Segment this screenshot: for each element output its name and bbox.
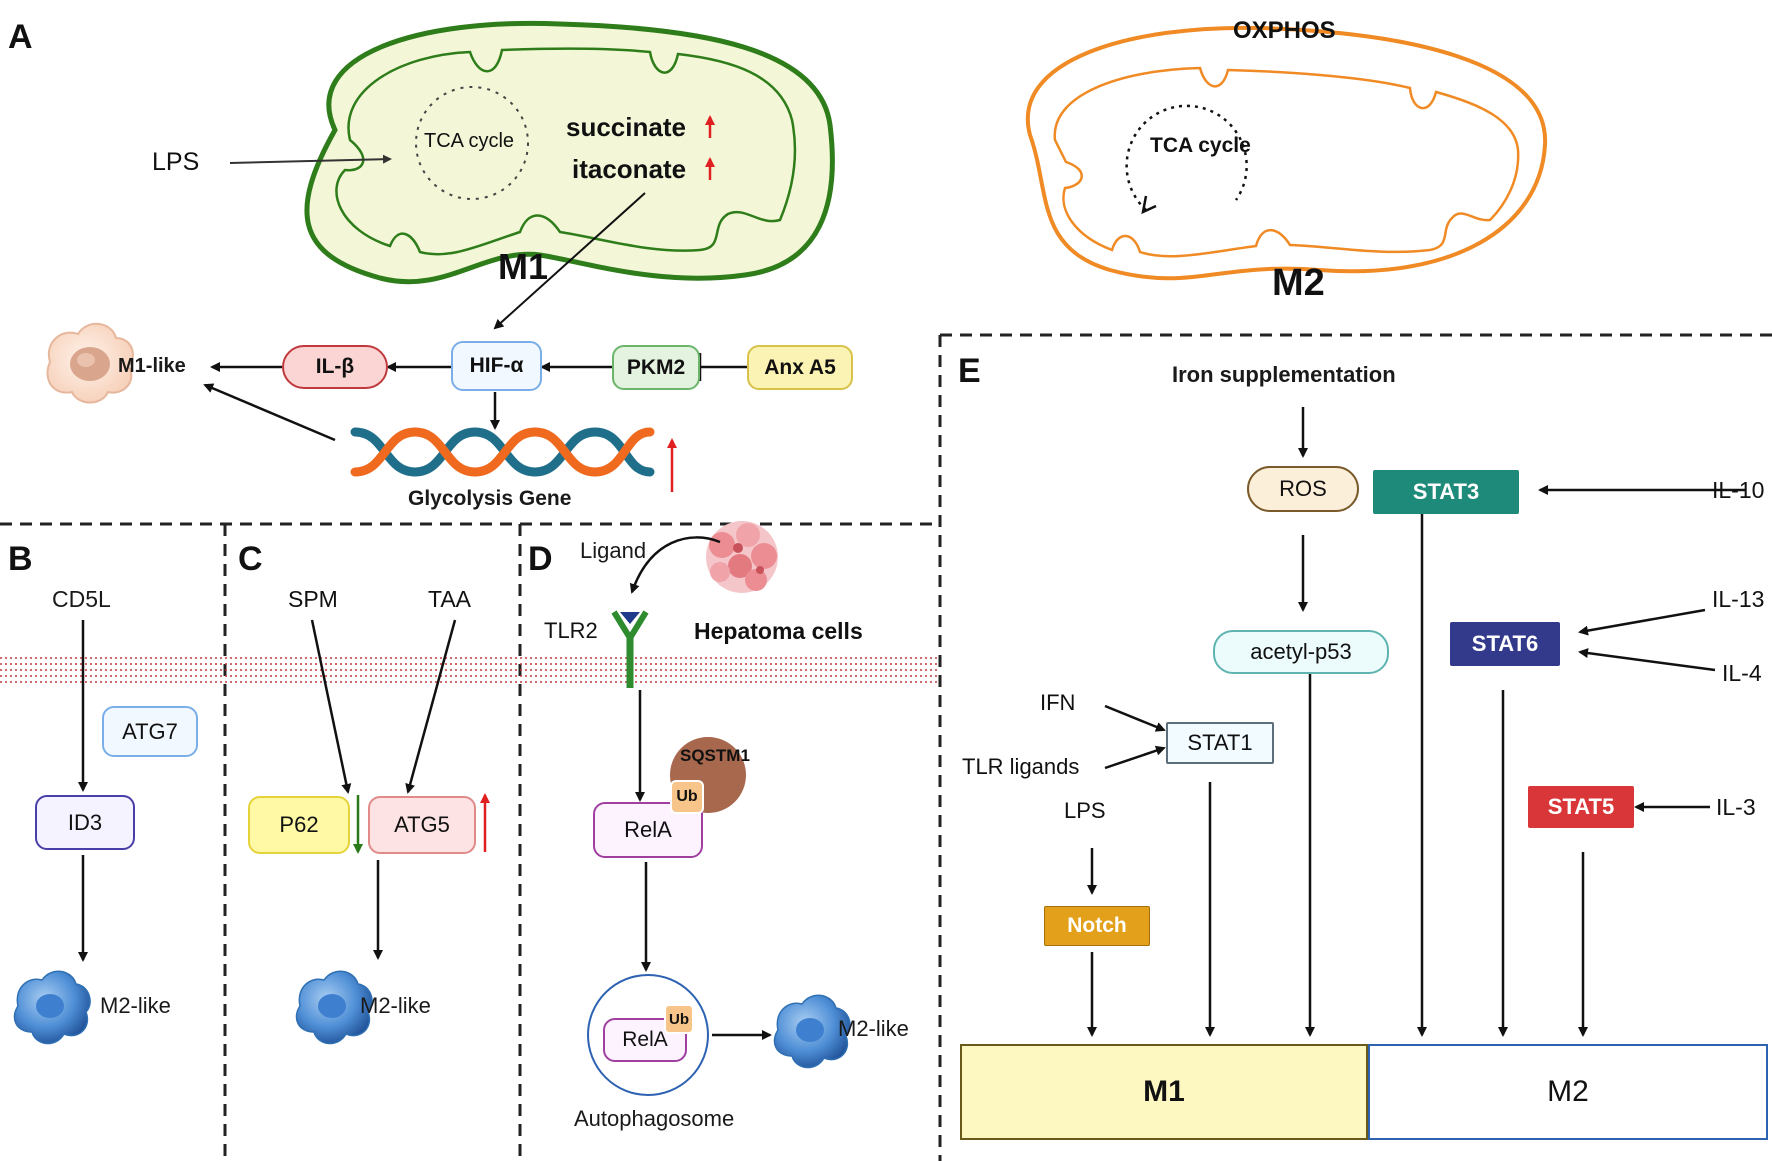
stat5-box: STAT5 — [1528, 786, 1634, 828]
m2-mitochondrion — [1025, 25, 1548, 281]
il13-label: IL-13 — [1712, 586, 1765, 612]
itaconate-label: itaconate — [572, 154, 687, 184]
tlr2-label: TLR2 — [544, 618, 598, 643]
oxphos-label: OXPHOS — [1233, 17, 1336, 44]
hepatoma-cells-label: Hepatoma cells — [694, 618, 863, 644]
atg5-box: ATG5 — [368, 796, 476, 854]
taa-label: TAA — [428, 586, 472, 612]
glycolysis-gene-label: Glycolysis Gene — [408, 487, 572, 510]
notch-box: Notch — [1044, 906, 1150, 946]
tlr-ligands-label: TLR ligands — [962, 754, 1080, 779]
ligand-arrow — [629, 536, 721, 594]
m2-phenotype-box: M2 — [1368, 1044, 1768, 1140]
stat1-box: STAT1 — [1166, 722, 1274, 764]
il4-label: IL-4 — [1722, 660, 1762, 686]
panel-c-arrows — [310, 619, 457, 960]
m1-mito-label: M1 — [498, 246, 549, 287]
tlr2-receptor — [611, 610, 649, 688]
panel-d-m2-like-label: M2-like — [838, 1016, 909, 1041]
rela-ub-tag: Ub — [670, 780, 704, 814]
atg7-box: ATG7 — [102, 706, 198, 757]
ifn-label: IFN — [1040, 690, 1076, 715]
ligand-label: Ligand — [580, 538, 647, 563]
m1-like-cell — [46, 323, 134, 404]
hepatoma-cells — [706, 521, 778, 593]
panel-label-c: C — [238, 540, 263, 578]
panel-b-m2-cell — [13, 970, 91, 1045]
m1-mitochondrion — [304, 20, 835, 285]
stat3-box: STAT3 — [1373, 470, 1519, 514]
cd5l-label: CD5L — [52, 586, 111, 612]
panel-c-m2-cell — [295, 970, 373, 1045]
lps-arrow — [229, 154, 392, 164]
succinate-label: succinate — [566, 112, 686, 142]
m1-like-label: M1-like — [118, 355, 186, 377]
m2-mito-label: M2 — [1272, 262, 1325, 304]
panel-d-m2-cell — [773, 994, 851, 1069]
cell-membrane — [0, 657, 940, 683]
panel-c-m2-like-label: M2-like — [360, 993, 431, 1018]
m1-tca-cycle-label: TCA cycle — [424, 130, 515, 152]
il10-label: IL-10 — [1712, 477, 1765, 503]
panel-e-lps-label: LPS — [1064, 798, 1106, 823]
id3-box: ID3 — [35, 795, 135, 850]
panel-a-arrows — [203, 353, 747, 442]
spm-label: SPM — [288, 586, 338, 612]
sqstm1-label: SQSTM1 — [680, 746, 750, 765]
autophagosome-label: Autophagosome — [574, 1106, 735, 1131]
panel-b-m2-like-label: M2-like — [100, 993, 171, 1018]
stat6-box: STAT6 — [1450, 622, 1560, 666]
panel-e-arrows — [1087, 407, 1745, 1037]
lps-label: LPS — [152, 148, 200, 176]
ros-box: ROS — [1247, 466, 1359, 512]
panel-label-b: B — [8, 540, 33, 578]
pkm2-box: PKM2 — [612, 345, 700, 390]
panel-label-d: D — [528, 540, 553, 578]
acetyl-p53-box: acetyl-p53 — [1213, 630, 1389, 674]
panel-label-a: A — [8, 18, 33, 56]
p62-box: P62 — [248, 796, 350, 854]
il3-label: IL-3 — [1716, 794, 1756, 820]
iron-supplementation-label: Iron supplementation — [1172, 362, 1396, 387]
dna-helix — [350, 427, 655, 477]
panel-borders — [0, 333, 1772, 1161]
panel-label-e: E — [958, 352, 981, 390]
il-beta-box: IL-β — [282, 345, 388, 389]
autophagosome-ub-tag: Ub — [664, 1004, 694, 1034]
anx-a5-box: Anx A5 — [747, 345, 853, 390]
itaconate-hif-arrow — [493, 192, 646, 330]
m1-phenotype-box: M1 — [960, 1044, 1368, 1140]
hif-box: HIF-α — [451, 341, 542, 391]
m2-tca-cycle-label: TCA cycle — [1150, 134, 1251, 157]
